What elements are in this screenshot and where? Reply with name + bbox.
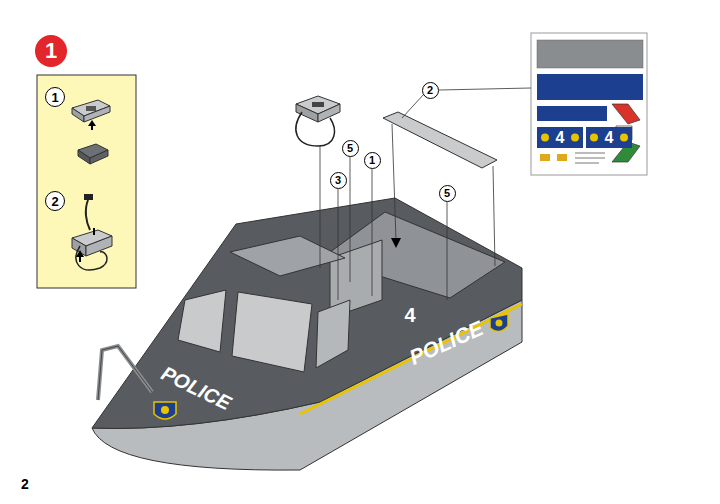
sticker-sheet-shape — [540, 154, 550, 161]
callout-number: 3 — [330, 172, 347, 189]
substep-number-text: 1 — [51, 91, 58, 104]
substep-number: 1 — [45, 87, 65, 107]
step-number: 1 — [35, 35, 67, 67]
inset-part-1-shape — [84, 106, 110, 122]
inset-part-2-shape — [86, 236, 112, 256]
radio-part — [296, 96, 340, 146]
sticker-sheet-shape — [575, 162, 599, 164]
inset-part-1-shape — [78, 150, 90, 164]
callout-number: 5 — [342, 140, 359, 157]
sticker-text: 4 — [556, 130, 565, 146]
sticker-sheet-shape — [612, 104, 640, 124]
windscreen-part — [383, 112, 497, 168]
sticker-sheet-shape — [537, 40, 643, 68]
callout-number-text: 1 — [369, 155, 375, 166]
callout-number-text: 2 — [427, 85, 433, 96]
boat-hull-shape — [161, 406, 169, 414]
leader-lines-shape — [402, 94, 424, 118]
boat-hull-shape — [230, 236, 345, 276]
callout-number-text: 5 — [347, 143, 353, 154]
inset-panel — [37, 75, 136, 288]
placement-arrow — [391, 238, 401, 248]
inset-part-1-shape — [90, 150, 108, 164]
inset-part-1 — [72, 100, 110, 164]
sticker-sheet — [531, 33, 647, 175]
inset-part-1-shape — [86, 106, 96, 111]
inset-part-1-shape — [88, 120, 96, 126]
leader-lines-shape — [320, 146, 321, 268]
radio-part-shape — [296, 112, 335, 146]
callout-number-text: 5 — [444, 188, 450, 199]
sticker-star — [541, 134, 549, 142]
substep-number-text: 2 — [51, 195, 58, 208]
boat-hull — [92, 198, 522, 470]
leader-lines-shape — [392, 124, 396, 240]
sticker-sheet-shape — [537, 74, 643, 100]
inset-part-2-shape — [93, 228, 95, 235]
leader-lines-shape — [447, 202, 448, 300]
inset-part-2-shape — [84, 194, 93, 200]
sticker-text: 4 — [605, 130, 614, 146]
inset-part-2-shape — [76, 246, 107, 270]
boat-hull-shape — [490, 314, 508, 332]
sticker: 4 — [586, 127, 632, 148]
sticker-star — [571, 134, 579, 142]
boat-hull-shape — [496, 320, 503, 327]
placement-arrow-shape — [391, 238, 401, 248]
boat-hull-shape — [316, 300, 350, 368]
callout-number: 5 — [439, 185, 456, 202]
sticker-sheet-shape — [575, 152, 605, 154]
sticker-star — [620, 134, 628, 142]
sticker: 4 — [537, 127, 583, 148]
boat-hull-shape — [98, 346, 152, 400]
radio-part-shape — [312, 102, 324, 107]
leader-lines-shape — [338, 189, 339, 300]
inset-panel-shape — [37, 75, 136, 288]
boat-hull-shape — [154, 402, 176, 419]
inset-part-2-shape — [86, 200, 90, 230]
page-number: 2 — [21, 477, 29, 491]
leader-lines-shape — [350, 157, 351, 282]
windscreen-part-shape — [383, 112, 497, 168]
sticker-sheet-shape — [531, 33, 647, 175]
boat-hull-shape — [92, 198, 522, 428]
leader-lines-shape — [372, 169, 373, 296]
step-number-text: 1 — [45, 40, 57, 62]
sticker-sheet-shape — [575, 157, 605, 159]
inset-part-2-shape — [76, 250, 84, 257]
callout-number: 1 — [364, 152, 381, 169]
substep-number: 2 — [45, 191, 65, 211]
sticker-star — [590, 134, 598, 142]
boat-number: 4 — [404, 305, 415, 325]
sticker-sheet-shape — [557, 154, 567, 161]
leader-lines — [320, 88, 531, 300]
boat-hull-shape — [178, 290, 226, 352]
inset-part-1-shape — [72, 108, 84, 122]
leader-lines-shape — [439, 88, 531, 90]
inset-part-2 — [72, 194, 112, 270]
callout-number-text: 3 — [335, 175, 341, 186]
boat-hull-shape — [232, 292, 312, 372]
sticker-sheet-shape — [537, 106, 607, 121]
boat-hull-shape — [98, 346, 152, 400]
leader-lines-shape — [493, 166, 495, 266]
callout-number: 2 — [422, 82, 439, 99]
